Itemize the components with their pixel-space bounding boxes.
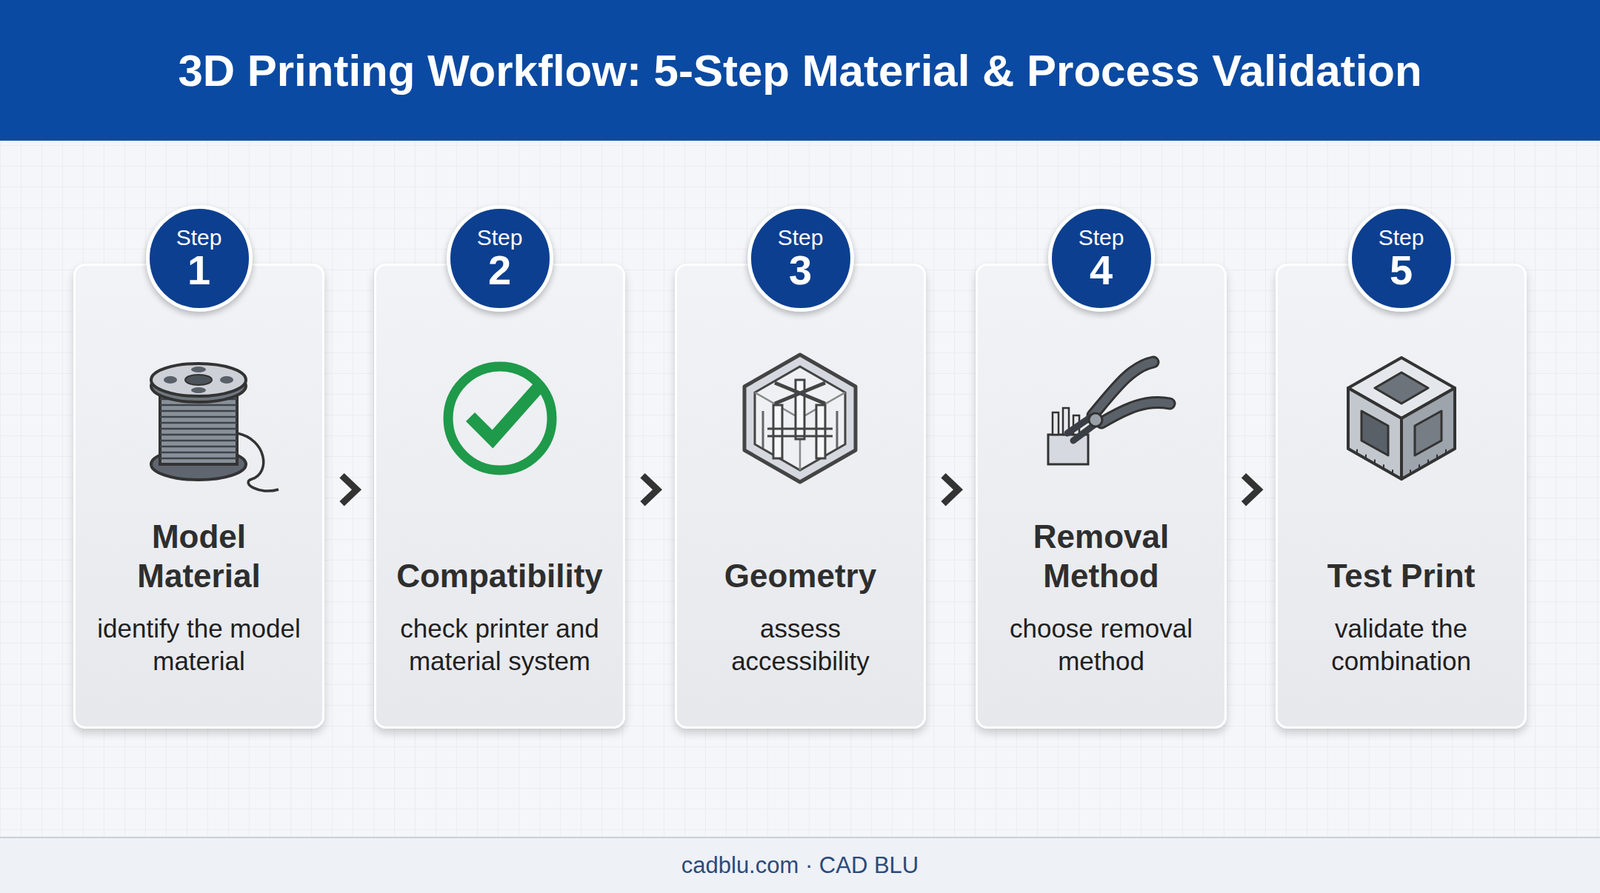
card-description: check printer and material system [390,612,610,678]
flow-arrow [625,475,675,504]
card-title: Geometry [724,556,877,597]
test-cube-icon [1348,357,1455,480]
diagram-title: 3D Printing Workflow: 5-Step Material & … [177,45,1422,97]
process-card: Geometryassess accessibilityStep3 [674,263,926,729]
step-circle: Step2 [446,205,554,312]
flow-arrow [925,475,976,504]
pliers-icon [1048,362,1170,465]
card-title: Removal Method [993,517,1210,597]
step-number: 4 [1089,249,1113,292]
step-label: Step [1378,225,1425,250]
card-description: assess accessibility [691,612,911,678]
card-description: identify the model material [89,612,309,678]
step-circle: Step1 [145,205,253,312]
step-label: Step [1078,225,1125,250]
card-description: validate the combination [1291,612,1512,678]
step-label: Step [777,225,824,250]
process-card: Removal Methodchoose removal methodStep4 [975,263,1227,729]
flow-arrow [1226,475,1276,504]
title-holder: Model Material [88,508,309,597]
step-label: Step [477,225,523,250]
footer-label: cadblu.com · CAD BLU [681,852,919,880]
step-label: Step [176,225,223,250]
card-title: Model Material [91,517,308,597]
step-number: 5 [1389,249,1413,292]
title-holder: Removal Method [991,508,1212,597]
footer-bar: cadblu.com · CAD BLU [0,837,1600,893]
flow-arrow [324,475,375,504]
step-number: 1 [187,249,211,292]
header-bar: 3D Printing Workflow: 5-Step Material & … [0,0,1600,141]
geometry-cube-icon [744,354,856,483]
spool-icon [151,363,279,492]
title-holder: Geometry [690,508,911,597]
card-title: Compatibility [396,556,603,597]
process-card: Model Material identify the model materia… [73,263,325,729]
step-circle: Step3 [747,205,855,312]
card-description: choose removal method [991,612,1212,678]
process-card: Compatibility check printer and material … [374,263,626,729]
card-title: Test Print [1327,556,1476,597]
check-icon [448,366,552,471]
step-circle: Step5 [1348,205,1455,312]
process-card: Test Printvalidate the combinationStep5 [1275,263,1527,729]
title-holder: Test Print [1291,508,1512,597]
step-number: 3 [788,249,812,292]
step-number: 2 [488,249,512,292]
title-holder: Compatibility [389,508,610,597]
step-circle: Step4 [1048,205,1155,312]
